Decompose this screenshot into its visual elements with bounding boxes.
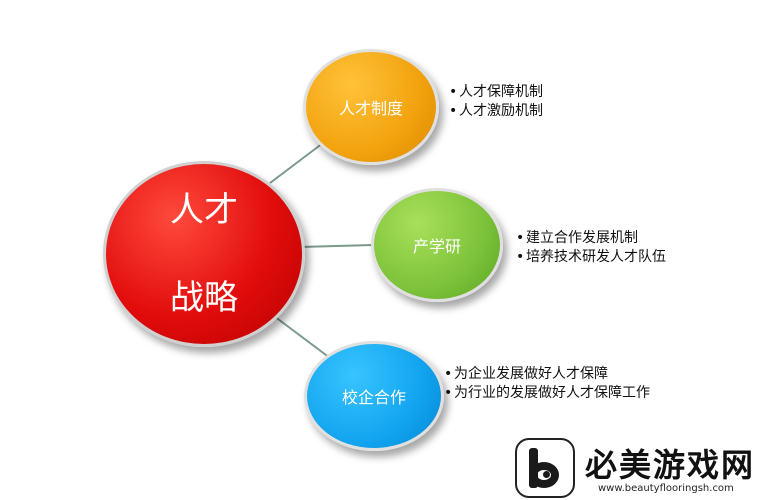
node-industry-academia-research: 产学研 [371, 188, 503, 302]
list-item: •为行业的发展做好人才保障工作 [444, 384, 664, 403]
bullet-dot: • [449, 103, 458, 119]
bullet-dot: • [449, 84, 458, 100]
node-label: 人才制度 [338, 99, 403, 118]
node-school-enterprise-cooperation: 校企合作 [304, 341, 444, 451]
connector-line-2 [299, 244, 374, 248]
center-line-2: 战略 [170, 278, 238, 318]
node-talent-system: 人才制度 [303, 49, 439, 165]
bullet-list-industry-academia-research: •建立合作发展机制 •培养技术研发人才队伍 [516, 229, 716, 267]
watermark-url: www.beautyflooringsh.com [598, 483, 734, 494]
bullet-text: 人才保障机制 [459, 84, 543, 100]
list-item: •建立合作发展机制 [516, 229, 716, 248]
list-item: •人才保障机制 [449, 83, 599, 102]
list-item: •培养技术研发人才队伍 [516, 248, 716, 267]
connector-line-1 [269, 142, 324, 184]
bullet-list-school-enterprise-cooperation: •为企业发展做好人才保障 •为行业的发展做好人才保障工作 [444, 365, 664, 403]
bullet-text: 人才激励机制 [459, 103, 543, 119]
bullet-text: 为行业的发展做好人才保障工作 [454, 385, 650, 401]
node-label: 产学研 [412, 237, 461, 256]
bullet-text: 培养技术研发人才队伍 [526, 249, 666, 265]
b-logo-icon [515, 438, 575, 498]
bullet-text: 为企业发展做好人才保障 [454, 366, 608, 382]
list-item: •人才激励机制 [449, 102, 599, 121]
list-item: •为企业发展做好人才保障 [444, 365, 664, 384]
bullet-dot: • [516, 230, 525, 246]
node-label: 校企合作 [341, 388, 406, 407]
bullet-text: 建立合作发展机制 [526, 230, 638, 246]
bullet-dot: • [516, 249, 525, 265]
watermark: 必美游戏网 www.beautyflooringsh.com [515, 438, 760, 500]
bullet-dot: • [444, 366, 453, 382]
connector-line-3 [269, 312, 331, 359]
watermark-title: 必美游戏网 [585, 446, 756, 484]
center-line-1: 人才 [170, 190, 238, 230]
bullet-dot: • [444, 385, 453, 401]
bullet-list-talent-system: •人才保障机制 •人才激励机制 [449, 83, 599, 121]
center-node: 人才 战略 [103, 161, 305, 347]
